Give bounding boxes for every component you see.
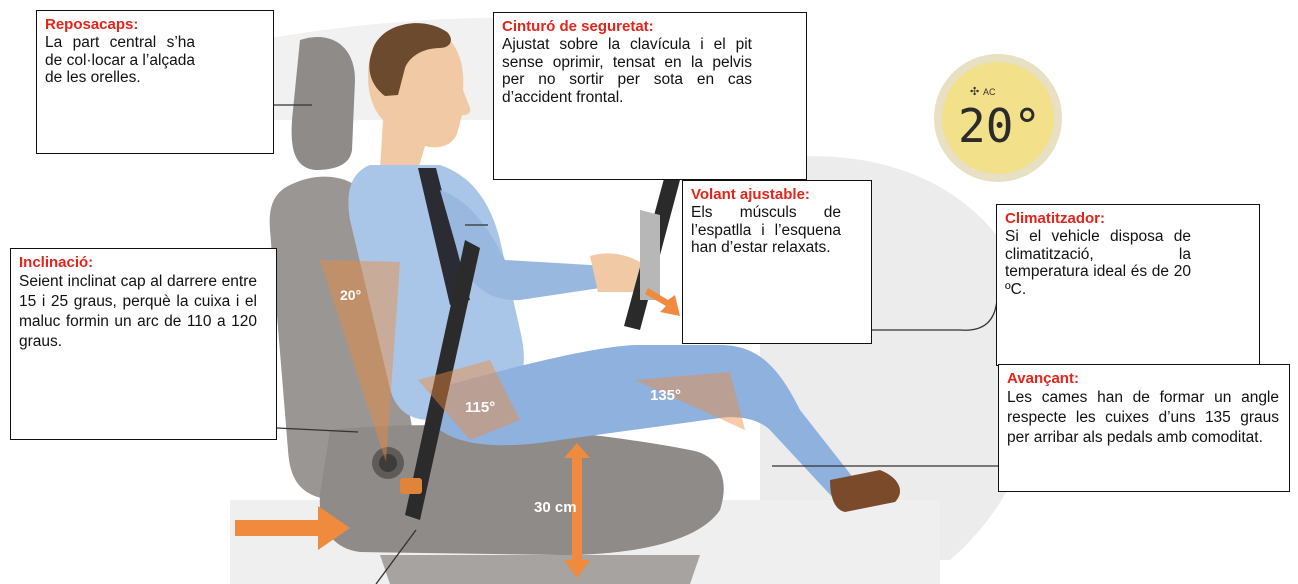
callout-body: Les cames han de formar un angle respect… — [1007, 389, 1279, 446]
knee-angle-wedge — [635, 372, 745, 430]
steering-wheel — [624, 175, 680, 330]
callout-title: Inclinació: — [19, 254, 94, 271]
angle-markers: 20° 115° 135° — [320, 260, 745, 462]
seat-angle-wedge — [320, 260, 400, 462]
callout-avancant: Avançant: Les cames han de formar un ang… — [998, 364, 1290, 492]
hip-angle-label: 115° — [465, 399, 495, 416]
driver-figure — [348, 23, 900, 512]
callout-body: La part central s’ha de col·locar a l’al… — [45, 34, 195, 87]
backrest — [269, 176, 421, 500]
headrest — [291, 36, 355, 171]
ac-mode-label: AC — [983, 87, 996, 97]
knee-angle-label: 135° — [650, 387, 681, 404]
callout-title: Climatitzador: — [1005, 210, 1106, 227]
seatbelt-buckle — [400, 478, 422, 494]
seat-forward-arrow — [235, 506, 350, 550]
fan-icon: ✣ — [970, 86, 979, 98]
hip-angle-wedge — [418, 360, 520, 440]
callout-body: Si el vehicle disposa de climatització, … — [1005, 228, 1191, 298]
pants — [430, 345, 855, 500]
callout-title: Cinturó de seguretat: — [502, 18, 654, 35]
callout-cinturo: Cinturó de seguretat: Ajustat sobre la c… — [493, 12, 807, 180]
shoe — [830, 470, 900, 512]
callout-title: Volant ajustable: — [691, 186, 810, 203]
callout-volant: Volant ajustable: Els músculs de l’espat… — [682, 180, 872, 344]
seat-rail — [380, 555, 700, 584]
callout-body: Ajustat sobre la clavícula i el pit sens… — [502, 36, 752, 106]
seat-angle-label: 20° — [340, 287, 361, 303]
hair — [369, 23, 451, 96]
climate-display: ✣ AC 20° — [934, 54, 1062, 182]
tie — [418, 168, 470, 305]
callout-body: Seient inclinat cap al darrere entre 15 … — [19, 273, 257, 350]
callout-climatitzador: Climatitzador: Si el vehicle disposa de … — [996, 204, 1260, 366]
callout-inclinacio: Inclinació: Seient inclinat cap al darre… — [10, 248, 277, 440]
seatbelt — [405, 240, 480, 520]
temperature-readout: 20° — [958, 99, 1041, 153]
callout-title: Reposacaps: — [45, 16, 139, 33]
seat-height-label: 30 cm — [534, 499, 577, 516]
hand — [590, 253, 651, 292]
seat-height-marker: 30 cm — [534, 443, 590, 578]
callout-reposacaps: Reposacaps: La part central s’ha de col·… — [36, 10, 274, 154]
wheel-adjust-arrow — [645, 288, 680, 316]
arm — [440, 190, 606, 301]
callout-body: Els músculs de l’espatlla i l’esquena ha… — [691, 204, 841, 257]
callout-title: Avançant: — [1007, 370, 1079, 387]
